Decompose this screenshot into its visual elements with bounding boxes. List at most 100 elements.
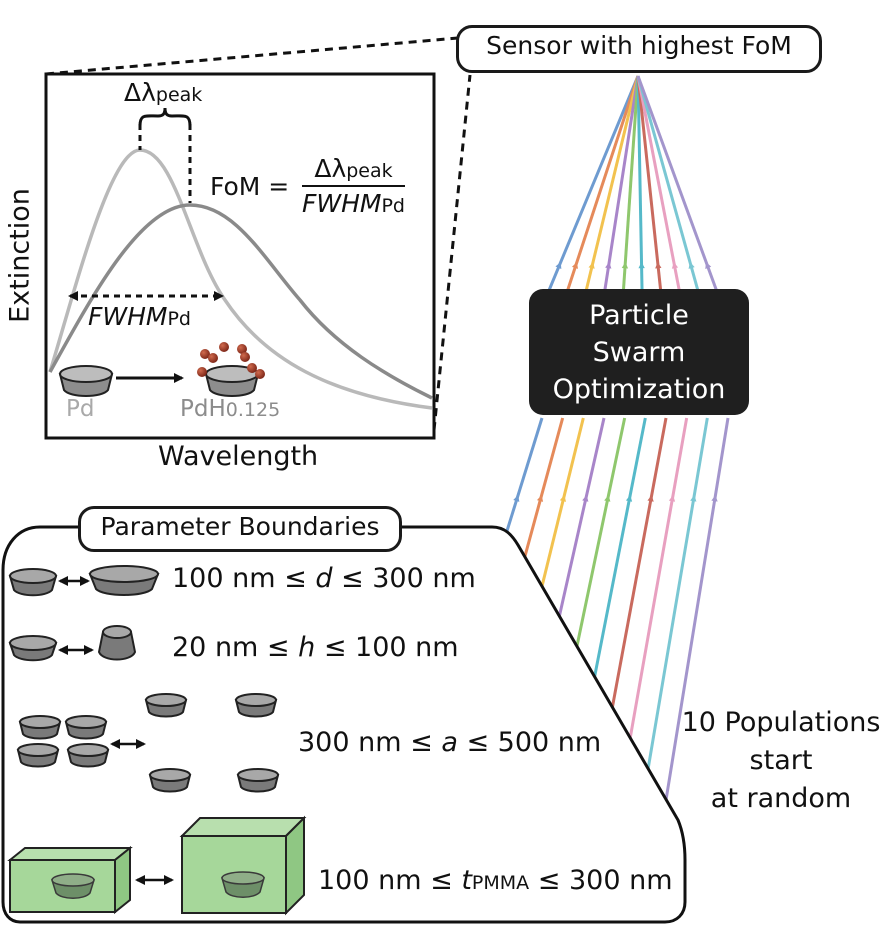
param-d-var: d [315,563,333,594]
nanodisk-icon [236,768,280,793]
swarm-arrowhead [559,495,567,502]
optimizer-line-3: Optimization [552,374,726,405]
swarm-arrowhead [671,262,679,269]
zoom-line-top [45,36,459,76]
swarm-lines [496,75,730,801]
pdh-curve [48,203,433,400]
swarm-arrowhead [638,262,645,269]
pdh-label: PdH0.125 [180,396,280,422]
thin-pmma-box-icon [7,845,133,915]
fom-num-text: Δλ [314,154,347,183]
fom-prefix: FoM = [210,172,289,201]
swarm-line-bottom [645,417,709,774]
swarm-arrowhead [688,262,695,269]
fwhm-label: FWHMPd [88,302,191,331]
zoom-line-bottom [432,74,472,431]
swarm-arrowhead [711,495,718,502]
fom-denominator: FWHMPd [302,187,405,218]
y-axis-label: Extinction [5,186,36,326]
swarm-line-bottom [533,417,585,614]
fom-den-text: FWHM [302,189,382,218]
x-axis-label: Wavelength [158,441,318,472]
y-axis-label-text: Extinction [4,188,36,323]
swarm-arrowhead [647,495,654,502]
top-badge: Sensor with highest FoM [456,25,822,73]
pdh-disk-icon [204,365,260,397]
pd-disk-icon [58,365,114,397]
param-h-var: h [298,632,316,663]
fom-num-sub: peak [346,160,393,182]
fom-den-sub: Pd [381,195,405,217]
nanodisk-icon [66,743,110,768]
fom-prefix-text: FoM = [210,172,290,201]
swarm-arrowhead [604,495,611,502]
pd-label-text: Pd [66,396,95,422]
sparse-array-icon [144,693,280,793]
fwhm-sub: Pd [167,308,191,330]
fom-numerator: Δλpeak [302,154,405,187]
hydrogen-atoms-icon [197,342,265,379]
param-h: 20 nm ≤ h ≤ 100 nm [172,632,459,663]
nanodisk-icon [234,693,278,718]
nanodisk-icon [144,693,188,718]
nanodisk-icon [64,715,108,740]
small-disk-icon [8,568,58,597]
swarm-arrowhead [690,495,697,502]
swarm-arrowhead [625,495,633,502]
populations-label: 10 Populations start at random [676,704,886,818]
param-d-pre: 100 nm ≤ [172,563,316,594]
nanodisk-icon [148,768,192,793]
param-t: 100 nm ≤ tPMMA ≤ 300 nm [318,865,673,896]
param-a-pre: 300 nm ≤ [298,727,442,758]
param-h-pre: 20 nm ≤ [172,632,299,663]
swarm-arrowhead [582,495,589,502]
delta-sub: peak [155,84,203,106]
param-a: 300 nm ≤ a ≤ 500 nm [298,727,601,758]
optimizer-line-1: Particle [589,300,689,331]
populations-line-2: start [749,745,813,776]
pd-label: Pd [66,396,94,422]
nanodisk-icon [16,743,60,768]
swarm-arrowhead [571,262,578,269]
nanodisk-icon [18,715,62,740]
pd-curve [48,148,433,410]
param-a-var: a [441,727,458,758]
delta-brace [138,107,192,127]
param-t-post: ≤ 300 nm [529,865,673,896]
parameter-panel [1,525,687,924]
wide-disk-icon [88,565,160,596]
tall-disk-icon [97,625,137,661]
swarm-line-bottom [608,417,668,721]
swarm-arrowhead [655,262,662,269]
swarm-arrowhead [621,262,629,269]
thick-pmma-box-icon [179,815,307,916]
populations-line-3: at random [710,783,852,814]
swarm-arrowhead [605,262,612,269]
swarm-line-bottom [552,417,606,641]
param-t-pre: 100 nm ≤ [318,865,462,896]
param-a-post: ≤ 500 nm [457,727,602,758]
fom-fraction: Δλpeak FWHMPd [302,154,405,218]
parameter-title-badge: Parameter Boundaries [78,506,402,552]
delta-peak-label: Δλpeak [124,78,202,107]
fwhm-text: FWHM [88,302,168,331]
swarm-line-bottom [627,417,689,747]
swarm-line-bottom [571,417,627,667]
param-d-post: ≤ 300 nm [332,563,476,594]
optimizer-line-2: Swarm [592,337,686,368]
swarm-arrowhead [705,262,712,269]
short-disk-icon [8,635,58,662]
swarm-arrowhead [536,495,544,502]
dense-array-icon [16,715,110,768]
swarm-arrowhead [668,495,676,502]
parameter-title: Parameter Boundaries [100,512,380,541]
param-d: 100 nm ≤ d ≤ 300 nm [172,563,476,594]
swarm-line-bottom [589,417,647,694]
populations-line-1: 10 Populations [681,707,881,738]
delta-symbol: Δλ [124,78,156,107]
x-axis-label-text: Wavelength [158,441,319,472]
pdh-sub: 0.125 [225,399,281,421]
swarm-arrowhead [588,262,595,269]
